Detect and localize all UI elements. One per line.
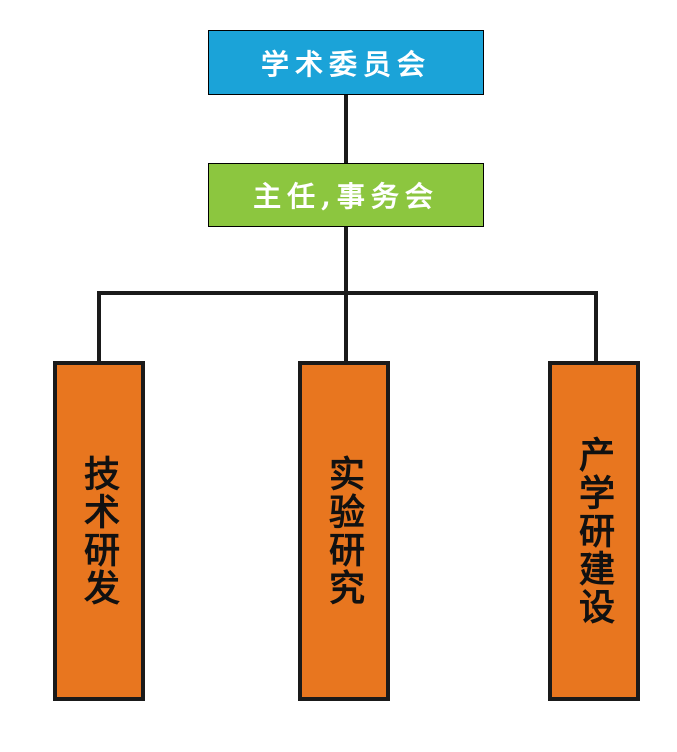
director-affairs-box: 主任,事务会 <box>208 163 484 227</box>
tech-rd-label: 技术研发 <box>78 455 120 607</box>
academic-committee-label: 学术委员会 <box>260 47 431 81</box>
director-affairs-label: 主任,事务会 <box>253 180 439 213</box>
experiment-research-box: 实验研究 <box>298 361 390 701</box>
academic-committee-box: 学术委员会 <box>208 30 484 95</box>
industry-academia-label: 产学研建设 <box>573 436 615 626</box>
industry-academia-box: 产学研建设 <box>548 361 640 701</box>
tech-rd-box: 技术研发 <box>53 361 145 701</box>
experiment-research-label: 实验研究 <box>323 455 365 607</box>
